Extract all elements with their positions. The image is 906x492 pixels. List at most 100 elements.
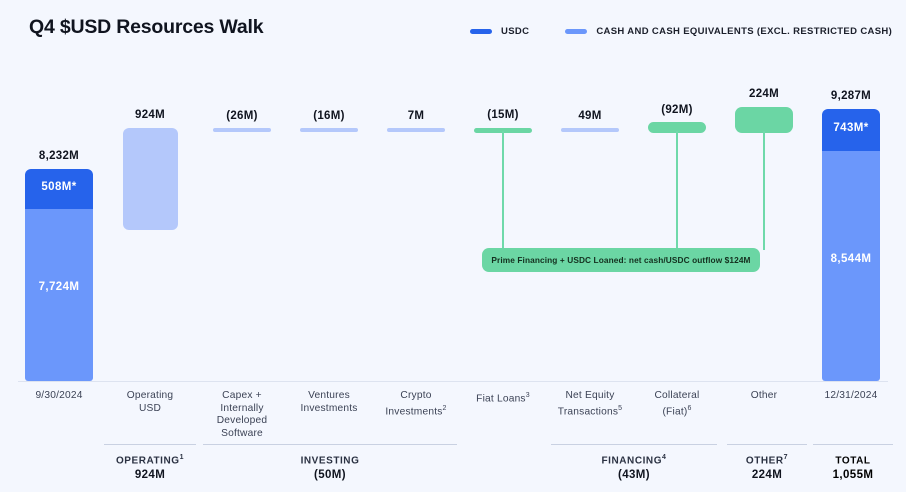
page-title: Q4 $USD Resources Walk (29, 16, 264, 38)
bar-delta-operating-usd[interactable] (123, 128, 178, 230)
x-axis-label-4-line1: Crypto (400, 390, 432, 401)
summary-name-investing: INVESTING (300, 455, 360, 467)
bar-total-close-label: 9,287M (830, 90, 872, 102)
x-axis-label-7: Collateral (Fiat)6 (635, 390, 719, 419)
bar-segment-usdc-close[interactable]: 743M* (822, 109, 880, 151)
legend-item-cash[interactable]: CASH AND CASH EQUIVALENTS (EXCL. RESTRIC… (565, 26, 892, 37)
bar-delta-other[interactable] (735, 107, 793, 133)
bar-column-net-equity[interactable]: 49M (548, 0, 632, 492)
x-axis-label-3-line1: Ventures (308, 390, 350, 401)
summary-group-investing: INVESTING (50M) (203, 444, 457, 481)
bar-value-operating-usd: 924M (135, 109, 165, 121)
bar-value-other: 224M (749, 88, 779, 100)
x-axis-label-2: Capex + Internally Developed Software (200, 390, 284, 440)
bar-column-collateral[interactable]: (92M) (635, 0, 719, 492)
bar-value-capex: (26M) (226, 110, 258, 122)
bar-segment-usdc-close-label: 743M* (833, 122, 869, 134)
x-axis-label-9-line1: 12/31/2024 (824, 390, 878, 401)
bar-value-crypto: 7M (407, 110, 425, 122)
bar-column-fiat-loans[interactable]: (15M) (461, 0, 545, 492)
summary-value-financing: (43M) (617, 469, 651, 482)
bar-column-total-open[interactable]: 8,232M 508M* 7,724M (18, 0, 100, 492)
x-axis-label-1: Operating USD (108, 390, 192, 415)
bar-segment-cash-close[interactable]: 8,544M (822, 151, 880, 381)
summary-rule-investing (203, 444, 457, 445)
bar-column-other[interactable]: 224M (722, 0, 806, 492)
bar-delta-crypto[interactable] (387, 128, 445, 132)
x-axis-label-0: 9/30/2024 (18, 390, 100, 403)
bar-value-ventures: (16M) (313, 110, 345, 122)
bar-column-crypto[interactable]: 7M (374, 0, 458, 492)
bar-segment-usdc[interactable]: 508M* (25, 169, 93, 209)
x-axis-label-1-line2: USD (138, 402, 162, 414)
summary-rule-total (813, 444, 893, 445)
bar-delta-fiat-loans[interactable] (474, 128, 532, 133)
summary-value-other: 224M (751, 469, 783, 482)
legend-swatch-usdc (470, 29, 492, 34)
summary-rule-operating (104, 444, 196, 445)
summary-group-other: OTHER7 224M (727, 444, 807, 481)
x-axis-label-0-line1: 9/30/2024 (35, 390, 83, 401)
summary-group-financing: FINANCING4 (43M) (551, 444, 717, 481)
legend-item-usdc[interactable]: USDC (470, 26, 529, 37)
bar-value-net-equity: 49M (578, 110, 602, 122)
summary-name-other: OTHER7 (745, 454, 789, 467)
summary-value-total: 1,055M (832, 469, 874, 482)
bar-delta-net-equity[interactable] (561, 128, 619, 132)
x-axis-label-6-line2: Transactions5 (557, 404, 623, 417)
summary-name-operating: OPERATING1 (115, 454, 185, 467)
x-axis-label-5-line1: Fiat Loans3 (476, 392, 530, 405)
x-axis-label-7-sup: 6 (687, 404, 692, 412)
x-axis-label-2-line1: Capex + (222, 390, 262, 401)
x-axis-label-5-sup: 3 (525, 392, 530, 399)
bar-column-ventures[interactable]: (16M) (287, 0, 371, 492)
bar-column-total-close[interactable]: 9,287M 743M* 8,544M (809, 0, 893, 492)
connector-line-collateral (676, 131, 678, 250)
legend-swatch-cash (565, 29, 588, 34)
annotation-banner[interactable]: Prime Financing + USDC Loaned: net cash/… (482, 248, 760, 272)
x-axis-label-6: Net Equity Transactions5 (548, 390, 632, 419)
x-axis-label-5: Fiat Loans3 (461, 390, 545, 406)
x-axis-label-2-line2: Internally (220, 402, 264, 414)
x-axis-label-7-line1: Collateral (654, 390, 700, 401)
bar-segment-usdc-label: 508M* (41, 181, 77, 193)
x-axis-label-8-line1: Other (750, 390, 778, 401)
bar-delta-capex[interactable] (213, 128, 271, 132)
summary-name-financing: FINANCING4 (601, 454, 667, 467)
connector-line-other (763, 131, 765, 250)
x-axis-label-2-line4: Software (221, 427, 263, 439)
bar-column-operating-usd[interactable]: 924M (108, 0, 192, 492)
bar-segment-cash-label: 7,724M (38, 281, 80, 293)
legend-label-cash: CASH AND CASH EQUIVALENTS (EXCL. RESTRIC… (596, 26, 893, 37)
bar-delta-ventures[interactable] (300, 128, 358, 132)
summary-rule-other (727, 444, 807, 445)
x-axis-label-8: Other (722, 390, 806, 403)
chart-legend: USDC CASH AND CASH EQUIVALENTS (EXCL. RE… (470, 26, 892, 37)
x-axis-label-3: Ventures Investments (287, 390, 371, 415)
x-axis-label-1-line1: Operating (126, 390, 174, 401)
x-axis-label-4-line2: Investments2 (385, 404, 447, 417)
bar-segment-cash-close-label: 8,544M (830, 253, 872, 265)
connector-line-fiat-loans (502, 131, 504, 250)
x-axis-label-4-sup: 2 (442, 404, 447, 412)
bar-column-capex[interactable]: (26M) (200, 0, 284, 492)
x-axis-label-4: Crypto Investments2 (374, 390, 458, 419)
x-axis-label-9: 12/31/2024 (809, 390, 893, 403)
annotation-banner-text: Prime Financing + USDC Loaned: net cash/… (491, 255, 751, 265)
x-axis-label-6-sup: 5 (618, 404, 623, 412)
x-axis-label-7-line2: (Fiat)6 (662, 404, 692, 417)
legend-label-usdc: USDC (501, 26, 530, 37)
x-axis-label-3-line2: Investments (300, 402, 358, 414)
summary-name-total: TOTAL (835, 455, 871, 467)
x-axis-label-2-line3: Developed (216, 415, 268, 427)
summary-group-operating: OPERATING1 924M (104, 444, 196, 481)
x-axis-line (18, 381, 888, 382)
summary-value-investing: (50M) (313, 469, 347, 482)
bar-segment-cash[interactable]: 7,724M (25, 209, 93, 381)
bar-delta-collateral[interactable] (648, 122, 706, 133)
bar-value-fiat-loans: (15M) (487, 109, 519, 121)
summary-rule-financing (551, 444, 717, 445)
x-axis-label-6-line1: Net Equity (565, 390, 615, 401)
